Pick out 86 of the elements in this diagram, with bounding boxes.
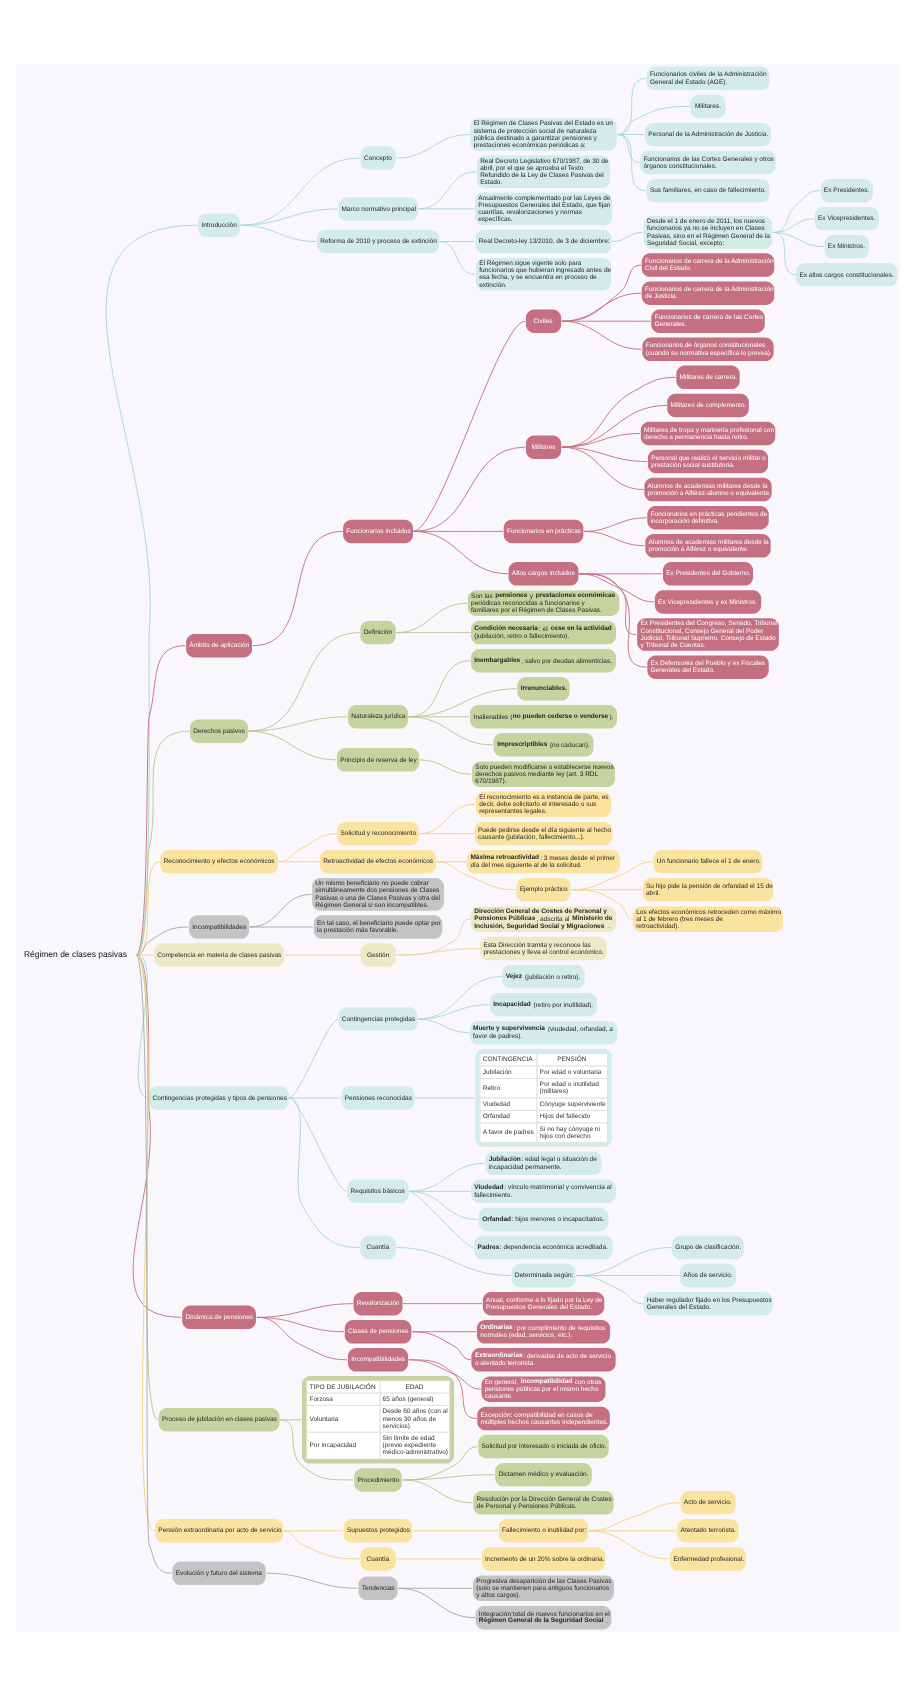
connector bbox=[583, 517, 648, 532]
connector bbox=[418, 208, 475, 210]
connector bbox=[418, 833, 475, 835]
connector bbox=[561, 446, 645, 491]
connector bbox=[288, 1097, 348, 1192]
connector bbox=[288, 1097, 361, 1248]
connector bbox=[411, 1331, 472, 1361]
connector bbox=[561, 292, 642, 322]
connector bbox=[412, 530, 509, 575]
connector bbox=[417, 976, 503, 1020]
connector bbox=[412, 320, 526, 532]
connector bbox=[408, 1190, 479, 1220]
connector bbox=[288, 1097, 342, 1099]
connector bbox=[135, 861, 161, 956]
connector bbox=[397, 1587, 476, 1619]
connector bbox=[278, 833, 338, 863]
connector bbox=[414, 1097, 475, 1099]
connector bbox=[248, 632, 361, 732]
connector bbox=[772, 231, 825, 248]
connector bbox=[135, 954, 154, 956]
connector bbox=[408, 1359, 482, 1390]
connector bbox=[616, 134, 640, 164]
connector bbox=[248, 730, 337, 761]
connector bbox=[402, 1479, 473, 1504]
connector bbox=[288, 1018, 339, 1099]
connector bbox=[571, 889, 634, 920]
connector bbox=[772, 190, 821, 233]
connector bbox=[561, 376, 677, 448]
connector bbox=[418, 171, 477, 210]
connector bbox=[395, 1558, 482, 1560]
connector bbox=[395, 632, 471, 634]
connector bbox=[395, 1247, 512, 1277]
connector bbox=[438, 241, 476, 275]
connector bbox=[279, 1419, 303, 1421]
connector bbox=[561, 433, 641, 448]
connector bbox=[106, 224, 198, 956]
connector bbox=[616, 77, 647, 135]
connector bbox=[240, 208, 338, 226]
connector bbox=[408, 716, 494, 746]
connector bbox=[561, 404, 668, 448]
connector bbox=[256, 1303, 354, 1318]
connector bbox=[438, 241, 476, 242]
connector bbox=[252, 530, 344, 647]
connector bbox=[417, 1004, 490, 1020]
connector bbox=[240, 157, 361, 226]
connector bbox=[436, 861, 468, 863]
connector bbox=[279, 1419, 354, 1481]
connector bbox=[284, 954, 361, 956]
connector bbox=[395, 134, 471, 159]
connector bbox=[611, 231, 644, 242]
connector bbox=[408, 1359, 478, 1419]
connector bbox=[408, 1190, 475, 1248]
connector bbox=[561, 264, 642, 322]
connector bbox=[772, 218, 815, 233]
connector bbox=[436, 861, 516, 891]
connector bbox=[575, 1275, 644, 1305]
connector bbox=[583, 530, 646, 547]
connector bbox=[616, 134, 645, 135]
connector bbox=[588, 1530, 670, 1560]
connector bbox=[402, 1303, 483, 1305]
connector bbox=[135, 645, 186, 956]
connector bbox=[266, 1572, 359, 1589]
connector bbox=[402, 1474, 495, 1481]
connector bbox=[283, 1530, 344, 1532]
connector bbox=[249, 893, 312, 928]
connector bbox=[419, 759, 472, 775]
connector bbox=[561, 320, 642, 350]
connector bbox=[395, 948, 480, 956]
connector bbox=[135, 926, 189, 956]
connector bbox=[417, 1018, 470, 1034]
connector bbox=[248, 716, 348, 732]
connector bbox=[135, 730, 191, 956]
connector bbox=[283, 1530, 361, 1560]
connector bbox=[256, 1316, 348, 1361]
connector bbox=[578, 573, 648, 668]
connector bbox=[249, 926, 314, 928]
connector bbox=[240, 224, 318, 242]
connector bbox=[278, 861, 320, 863]
connector bbox=[616, 105, 691, 135]
connector bbox=[772, 231, 797, 276]
connector bbox=[616, 134, 647, 192]
connector bbox=[412, 1530, 499, 1532]
connector bbox=[578, 573, 655, 603]
connector bbox=[418, 803, 476, 835]
connector bbox=[578, 573, 637, 635]
connector bbox=[408, 1162, 486, 1192]
